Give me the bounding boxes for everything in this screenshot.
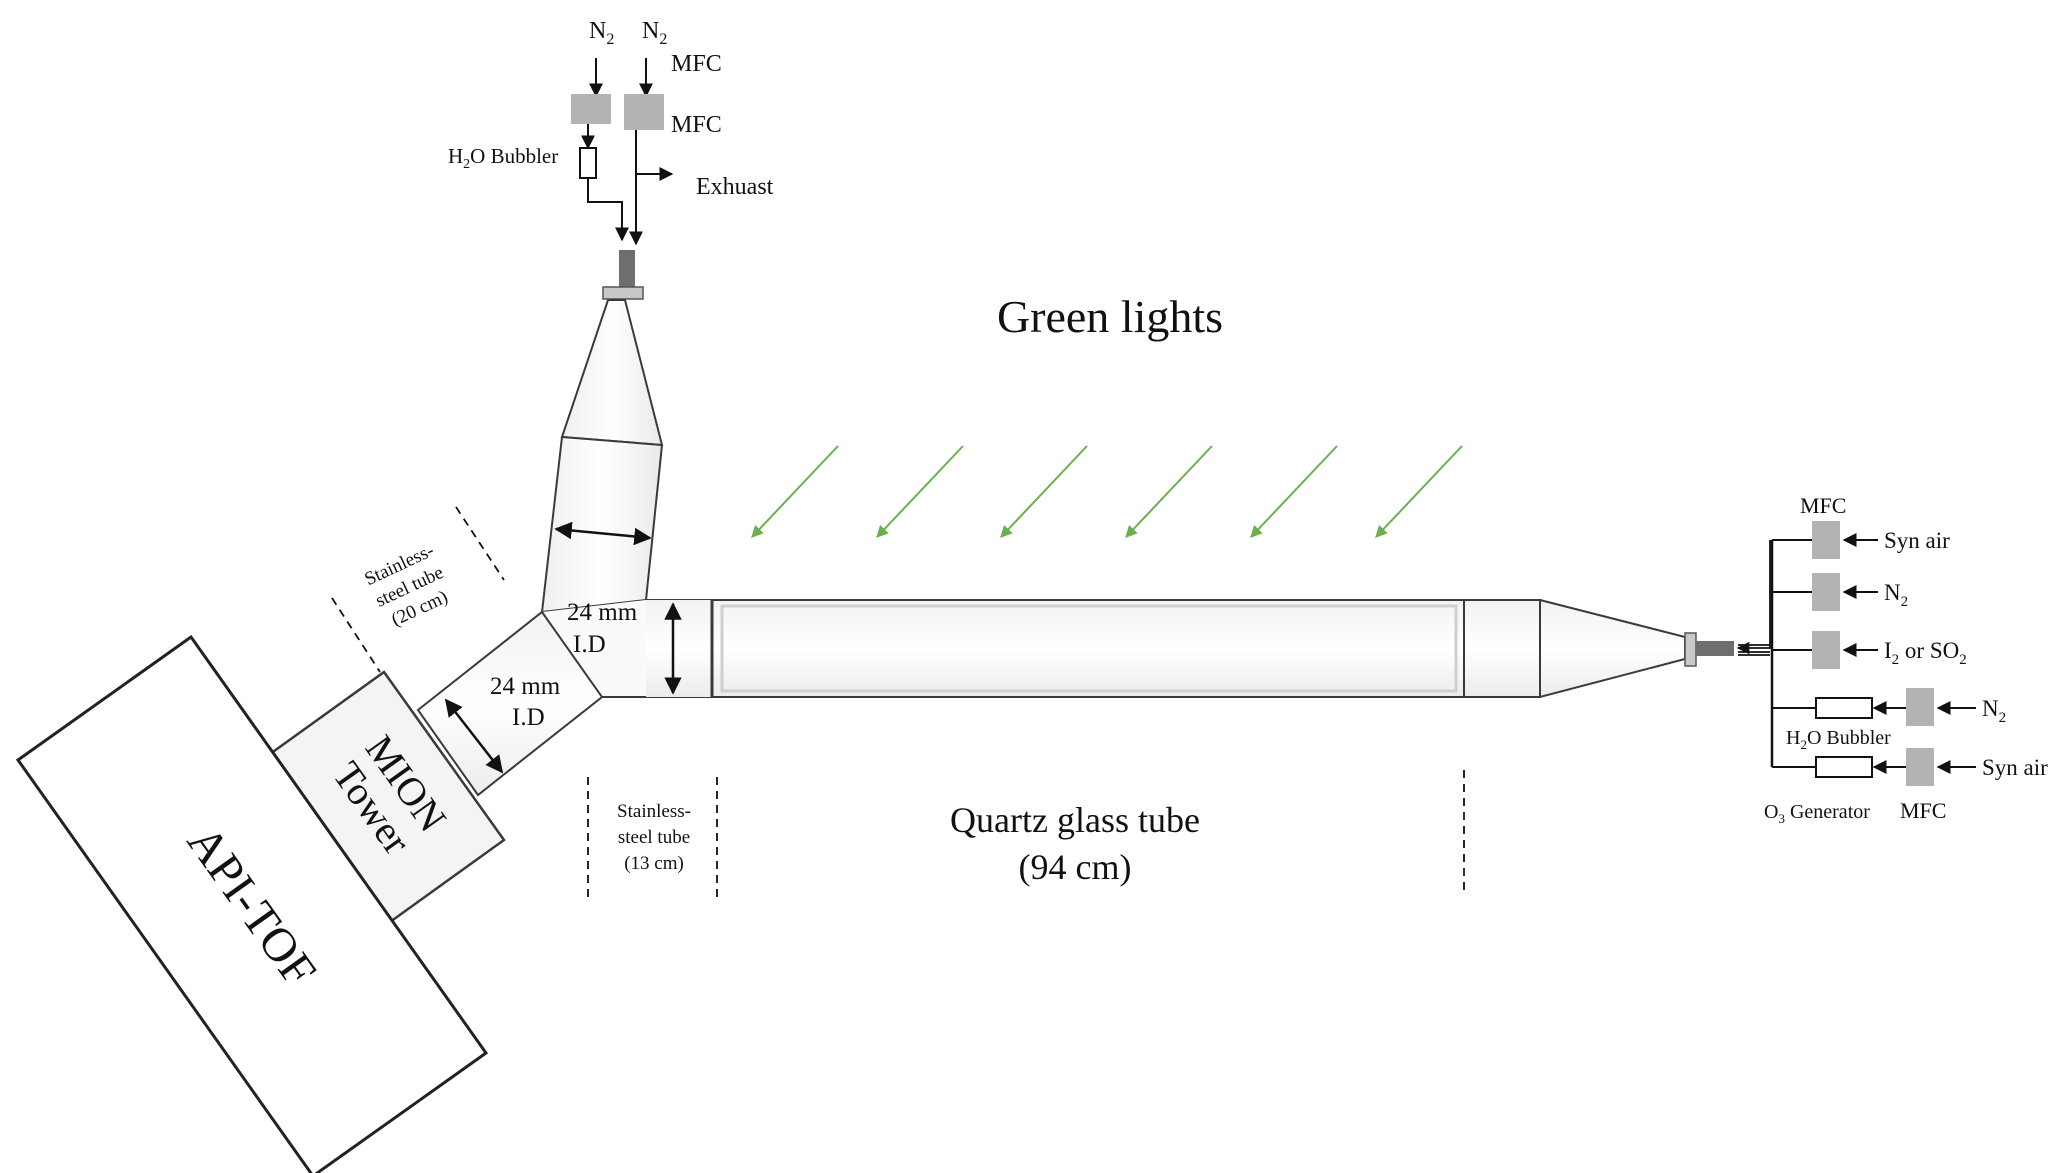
- right-i2-so2-label: I2 or SO2: [1884, 638, 1967, 668]
- id-label-diagonal-line1: 24 mm: [490, 673, 561, 700]
- id-arrow-diagonal-tube: [444, 698, 504, 774]
- title-green-lights: Green lights: [997, 291, 1223, 342]
- right-n2-label: N2: [1884, 580, 1908, 610]
- ss13-label-line1: Stainless-: [617, 801, 691, 822]
- top-cone: [560, 299, 664, 447]
- light-arrow-3: [1000, 445, 1088, 538]
- quartz-inner-tube: [720, 604, 1458, 693]
- quartz-label-line1: Quartz glass tube: [950, 800, 1200, 840]
- top-connector-flange: [602, 286, 644, 300]
- right-mfc-4: [1906, 688, 1934, 726]
- light-arrow-2: [876, 445, 964, 538]
- id-label-main-line1: 24 mm: [567, 599, 638, 626]
- mion-tower-group: MION Tower: [268, 670, 506, 924]
- right-syn-air-top-label: Syn air: [1884, 528, 1950, 553]
- top-h2o-bubbler-label: H2O Bubbler: [448, 144, 558, 172]
- right-connector-flange: [1684, 632, 1697, 667]
- ss13-label-line3: (13 cm): [624, 853, 684, 874]
- light-arrow-1: [751, 445, 839, 538]
- right-mfc-5: [1906, 748, 1934, 786]
- quartz-glass-tube: [711, 599, 1465, 698]
- top-mfc-label-a: MFC: [671, 51, 722, 77]
- top-n2-left-label: N2: [589, 18, 614, 48]
- right-cone: [1539, 598, 1686, 699]
- dimension-arrows: [444, 521, 682, 774]
- id-label-diagonal-line2: I.D: [512, 704, 545, 731]
- top-mfc-right: [624, 94, 664, 130]
- exhaust-label: Exhuast: [696, 174, 774, 200]
- right-n2-bubbler-label: N2: [1982, 696, 2006, 726]
- top-connector-stem: [619, 250, 635, 288]
- bubbler-line: [587, 178, 629, 242]
- right-mfc-bottom-label: MFC: [1900, 798, 1946, 823]
- quartz-label-line2: (94 cm): [1019, 847, 1132, 887]
- section-markers: [331, 506, 1465, 898]
- right-inlet-system: MFC Syn air N2 I2 or SO2 N2 H2O Bubbler …: [1736, 493, 2048, 826]
- vertical-tube: [540, 435, 664, 614]
- steel-tube-13cm: [646, 600, 712, 697]
- right-mfc-3: [1812, 631, 1840, 669]
- right-o3-generator: [1815, 756, 1873, 778]
- top-n2-right-label: N2: [642, 18, 667, 48]
- right-mfc-1: [1812, 521, 1840, 559]
- right-mfc-2: [1812, 573, 1840, 611]
- top-mfc-label-b: MFC: [671, 112, 722, 138]
- id-arrow-vertical-tube: [554, 521, 652, 546]
- main-tube: [542, 598, 1734, 699]
- id-label-main-line2: I.D: [573, 631, 606, 658]
- right-o3-generator-label: O3 Generator: [1764, 801, 1870, 826]
- top-mfc-left: [571, 94, 611, 124]
- top-h2o-bubbler: [579, 147, 597, 179]
- right-syn-air-bottom-label: Syn air: [1982, 755, 2048, 780]
- right-steel-section: [1463, 599, 1541, 698]
- apitof-group: API-TOF: [15, 634, 489, 1173]
- right-mfc-top-label: MFC: [1800, 493, 1846, 518]
- right-connector-stem: [1696, 641, 1734, 656]
- dash-ss20-left: [331, 597, 381, 673]
- top-inlet-system: N2 N2 MFC MFC H2O Bubbler Exhuast: [448, 18, 774, 300]
- light-arrow-4: [1125, 445, 1213, 538]
- ss13-label-line2: steel tube: [618, 827, 690, 848]
- vertical-inlet-section: [540, 299, 664, 614]
- green-light-arrows: [751, 445, 1463, 538]
- dash-ss20-right: [455, 506, 505, 581]
- light-arrow-6: [1375, 445, 1463, 538]
- apitof-box: [15, 634, 489, 1173]
- right-h2o-bubbler: [1815, 697, 1873, 719]
- light-arrow-5: [1250, 445, 1338, 538]
- right-h2o-bubbler-label: H2O Bubbler: [1786, 727, 1891, 752]
